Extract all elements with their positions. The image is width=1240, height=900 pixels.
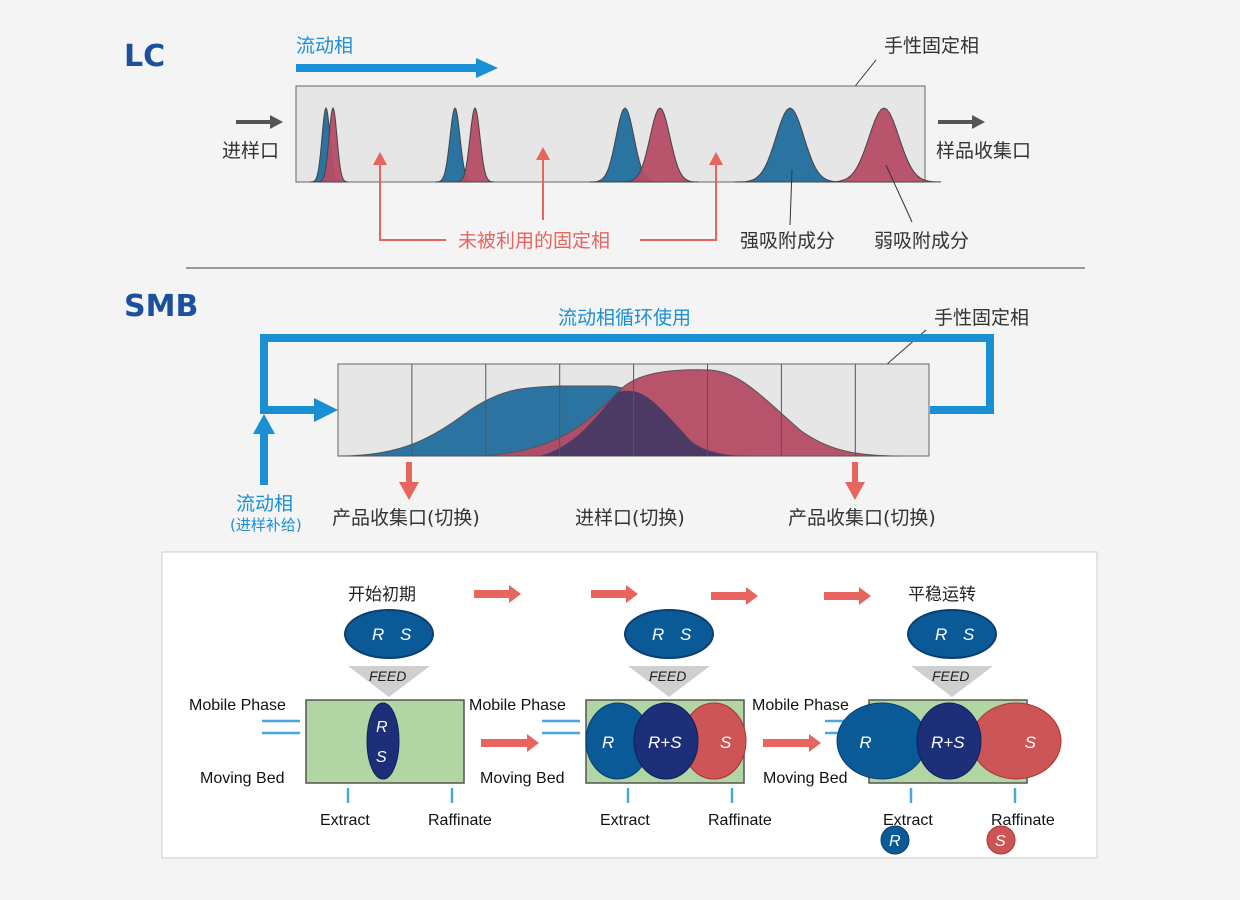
r-product-label: R: [889, 833, 901, 850]
lc-mobile-phase-label: 流动相: [296, 35, 353, 57]
raffinate-label: Raffinate: [428, 812, 492, 829]
feed-label: FEED: [932, 668, 969, 684]
smb-collect-right: 产品收集口(切换): [788, 507, 936, 529]
mobile-phase-label: Mobile Phase: [469, 697, 566, 714]
feed-up-arrow: [260, 430, 268, 485]
strong-leader: [789, 169, 793, 226]
smb-overlap: [540, 390, 740, 456]
r-label: R: [372, 625, 384, 644]
progress-arrow-icon: [711, 587, 758, 605]
r-band: [836, 702, 928, 780]
unused-phase-arrows: [379, 155, 717, 241]
extract-label: Extract: [600, 812, 650, 829]
s-label: S: [1025, 733, 1037, 752]
rs-band: [366, 702, 400, 780]
lc-flow-arrow: [296, 58, 498, 78]
feed-mixture: [907, 609, 997, 659]
moving-bed-label: Moving Bed: [480, 770, 565, 787]
lc-unused-label: 未被利用的固定相: [458, 230, 610, 252]
steady-label: 平稳运转: [908, 585, 976, 605]
lc-chiral-phase-label: 手性固定相: [884, 35, 979, 57]
progress-arrow-icon: [591, 585, 638, 603]
arrowheads: [373, 147, 723, 165]
smb-column-dividers: [411, 364, 856, 456]
smb-inlet: 进样口(切换): [575, 507, 685, 529]
progress-arrow-icon: [474, 585, 521, 603]
extract-label: Extract: [883, 812, 933, 829]
progress-arrow-icon: [481, 734, 539, 752]
raffinate-label: Raffinate: [708, 812, 772, 829]
feed-up-arrowhead: [253, 414, 275, 434]
r-label: R: [859, 733, 871, 752]
s-label: S: [400, 625, 412, 644]
rs-label: R+S: [648, 733, 682, 752]
r-label: R: [376, 719, 388, 736]
smb-collect-left: 产品收集口(切换): [332, 507, 480, 529]
lc-outlet-label: 样品收集口: [936, 140, 1031, 162]
raffinate-label: Raffinate: [991, 812, 1055, 829]
rs-overlap-band: [916, 702, 982, 780]
r-label: R: [935, 625, 947, 644]
lc-title: LC: [124, 39, 165, 74]
progress-arrow-icon: [763, 734, 821, 752]
smb-mobile-label: 流动相: [236, 493, 293, 515]
r-label: R: [652, 625, 664, 644]
smb-chiral-label: 手性固定相: [934, 307, 1029, 329]
s-product-badge: [986, 825, 1016, 855]
smb-title: SMB: [124, 289, 198, 324]
feed-funnel-icon: [628, 666, 710, 697]
progress-arrows: [474, 585, 871, 752]
inlet-arrow-icon: [236, 115, 283, 129]
outlet-arrow-icon: [938, 115, 985, 129]
progress-arrow-icon: [824, 587, 871, 605]
feed-label: FEED: [649, 668, 686, 684]
feed-funnel-icon: [911, 666, 993, 697]
extract-label: Extract: [320, 812, 370, 829]
r-product-badge: [880, 825, 910, 855]
strong-peak: [733, 107, 844, 183]
recycle-arrowhead: [314, 398, 338, 422]
weak-peak: [619, 107, 699, 183]
s-label: S: [720, 733, 732, 752]
weak-leader: [885, 164, 913, 223]
r-label: R: [602, 733, 614, 752]
lc-peaks: [309, 106, 942, 183]
smb-recycle-label: 流动相循环使用: [558, 307, 691, 329]
weak-peak: [823, 107, 942, 183]
rs-overlap-band: [633, 702, 699, 780]
s-label: S: [680, 625, 692, 644]
s-band: [970, 702, 1062, 780]
mobile-phase-label: Mobile Phase: [752, 697, 849, 714]
weak-peak: [316, 106, 349, 183]
moving-bed-label: Moving Bed: [763, 770, 848, 787]
moving-bed-label: Moving Bed: [200, 770, 285, 787]
lc-weak-label: 弱吸附成分: [874, 230, 969, 252]
lc-strong-label: 强吸附成分: [740, 230, 835, 252]
mobile-phase-label: Mobile Phase: [189, 697, 286, 714]
collect-arrows: [399, 462, 865, 500]
s-product-label: S: [995, 833, 1006, 850]
s-label: S: [376, 749, 387, 766]
feed-funnel-icon: [348, 666, 430, 697]
rs-label: R+S: [931, 733, 965, 752]
start-label: 开始初期: [348, 585, 416, 605]
lc-inlet-label: 进样口: [222, 140, 279, 162]
weak-peak: [454, 107, 495, 183]
feed-mixture: [344, 609, 434, 659]
feed-mixture: [624, 609, 714, 659]
s-label: S: [963, 625, 975, 644]
feed-label: FEED: [369, 668, 406, 684]
smb-mobile-sub: (进样补给): [230, 516, 302, 534]
recycle-loop: [260, 334, 994, 414]
